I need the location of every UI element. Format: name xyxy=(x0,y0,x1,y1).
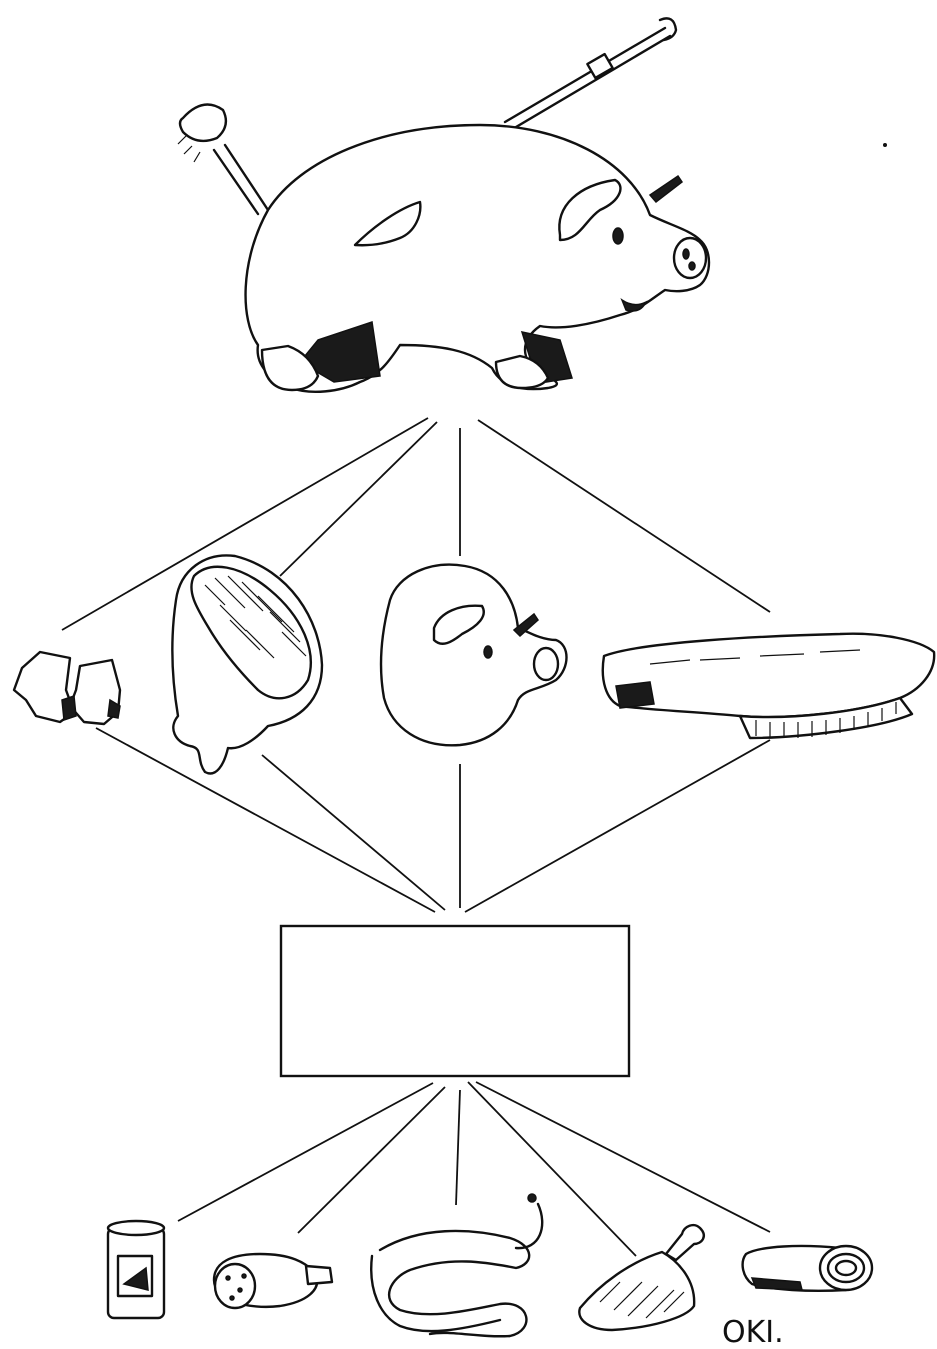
pig-nostril xyxy=(683,249,689,259)
connector-pig-side xyxy=(478,420,770,612)
spit-rod xyxy=(505,18,676,130)
hock-body xyxy=(579,1252,694,1330)
pork-side-icon xyxy=(603,634,934,738)
connector-side-box xyxy=(465,740,770,912)
tail-tuft xyxy=(180,105,226,141)
pig-eye xyxy=(613,228,623,244)
ink-dot xyxy=(883,143,887,147)
salami-fleck xyxy=(230,1296,234,1300)
connector-box-hock xyxy=(468,1082,636,1256)
salami-fleck xyxy=(238,1288,242,1292)
head-eye xyxy=(484,646,492,658)
connector-box-salami xyxy=(298,1087,445,1233)
rolled-bacon-icon xyxy=(743,1246,872,1291)
artist-signature: OKI. xyxy=(722,1315,784,1349)
ham-hock-icon xyxy=(579,1225,703,1330)
skewer-tip xyxy=(650,176,682,202)
pig-icon xyxy=(178,18,709,391)
ham-leg-icon xyxy=(172,555,322,773)
salami-icon xyxy=(214,1254,332,1308)
sausage-links-icon xyxy=(371,1194,542,1336)
connectors-middle xyxy=(96,728,770,912)
pig-head-icon xyxy=(381,565,566,746)
pig-snout xyxy=(674,238,706,278)
salami-fleck xyxy=(226,1276,230,1280)
can-lid xyxy=(108,1221,164,1235)
side-shade xyxy=(616,682,654,708)
tail-rod xyxy=(214,145,268,214)
trotter-shade xyxy=(62,696,76,720)
connector-trotters-box xyxy=(96,728,435,912)
connector-box-bacon xyxy=(476,1082,770,1232)
sausage-tie xyxy=(528,1194,536,1202)
salami-fleck xyxy=(242,1274,246,1278)
salami-tie xyxy=(306,1266,332,1284)
connector-box-can xyxy=(178,1083,433,1221)
salami-cut xyxy=(215,1264,255,1308)
pig-nostril-2 xyxy=(689,262,695,270)
center-box xyxy=(281,926,629,1076)
head-snout xyxy=(534,648,558,680)
spit-clamp xyxy=(587,54,612,78)
connectors-bottom xyxy=(178,1082,770,1256)
hock-bone xyxy=(666,1225,704,1260)
connector-box-sausage xyxy=(456,1090,460,1205)
canned-meat-icon xyxy=(108,1221,164,1318)
trotters-icon xyxy=(14,652,120,724)
sausage-link-line xyxy=(380,1231,529,1336)
connector-pig-ham xyxy=(280,422,437,576)
